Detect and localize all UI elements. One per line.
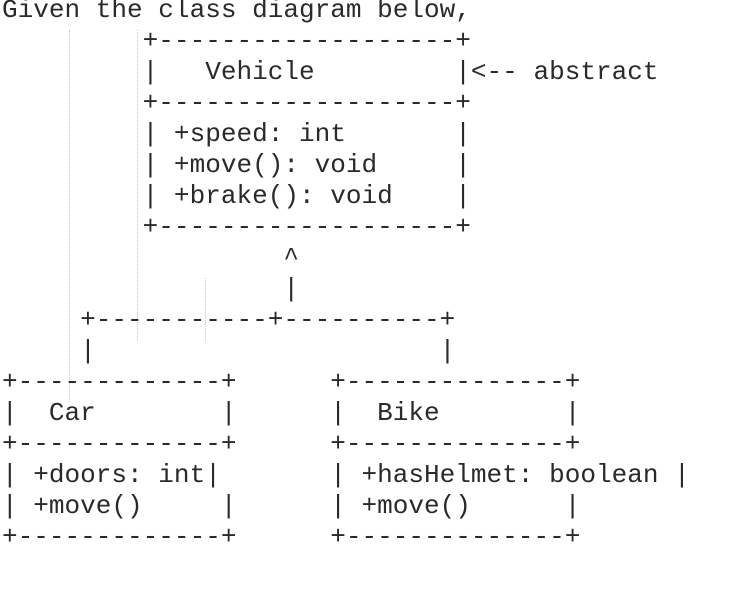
vehicle-box-top-border: +-------------------+ <box>2 26 471 56</box>
inheritance-arrow-shaft: | <box>2 274 299 304</box>
subclass-boxes-divider: +-------------+ +--------------+ <box>2 429 581 459</box>
inheritance-arrow-head: ^ <box>2 243 299 273</box>
vehicle-box-bottom-border: +-------------------+ <box>2 212 471 242</box>
intro-line: Given the class diagram below, <box>2 0 471 25</box>
inheritance-branch-line: +-----------+----------+ <box>2 305 456 335</box>
vehicle-move-method: | +move(): void | <box>2 150 471 180</box>
guide-line-right <box>205 278 206 341</box>
subclass-boxes-bottom-border: +-------------+ +--------------+ <box>2 522 581 552</box>
subclass-attribute-row: | +doors: int| | +hasHelmet: boolean | <box>2 460 690 490</box>
vehicle-brake-method: | +brake(): void | <box>2 181 471 211</box>
subclass-name-row: | Car | | Bike | <box>2 398 581 428</box>
guide-line-middle <box>137 30 138 341</box>
subclass-move-method-row: | +move() | | +move() | <box>2 491 581 521</box>
vehicle-speed-attribute: | +speed: int | <box>2 119 471 149</box>
vehicle-box-divider: +-------------------+ <box>2 88 471 118</box>
inheritance-branch-drops: | | <box>2 336 456 366</box>
class-diagram-text: Given the class diagram below, +--------… <box>2 0 690 553</box>
guide-line-left <box>69 30 70 402</box>
subclass-boxes-top-border: +-------------+ +--------------+ <box>2 367 581 397</box>
vehicle-class-name-row: | Vehicle |<-- abstract <box>2 57 659 87</box>
